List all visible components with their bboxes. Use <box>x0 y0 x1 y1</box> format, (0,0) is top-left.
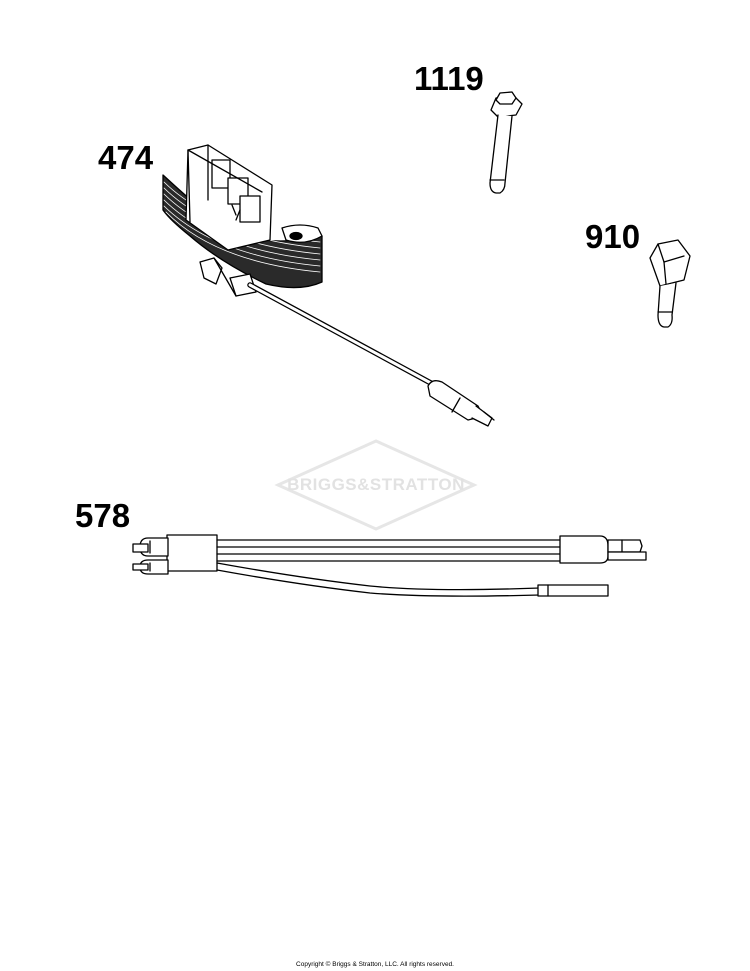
part-label-910[interactable]: 910 <box>585 218 641 255</box>
part-label-1119[interactable]: 1119 <box>414 60 484 97</box>
part-label-474[interactable]: 474 <box>98 139 154 176</box>
copyright-notice: Copyright © Briggs & Stratton, LLC. All … <box>296 961 454 968</box>
bolt-icon <box>489 91 523 194</box>
watermark-text: BRIGGS&STRATTON <box>287 475 465 494</box>
armature-icon <box>162 144 495 427</box>
part-label-578[interactable]: 578 <box>75 497 131 534</box>
watermark-logo <box>274 439 478 531</box>
spark-plug-boot-icon <box>649 239 691 328</box>
wire-harness-icon <box>132 534 647 597</box>
